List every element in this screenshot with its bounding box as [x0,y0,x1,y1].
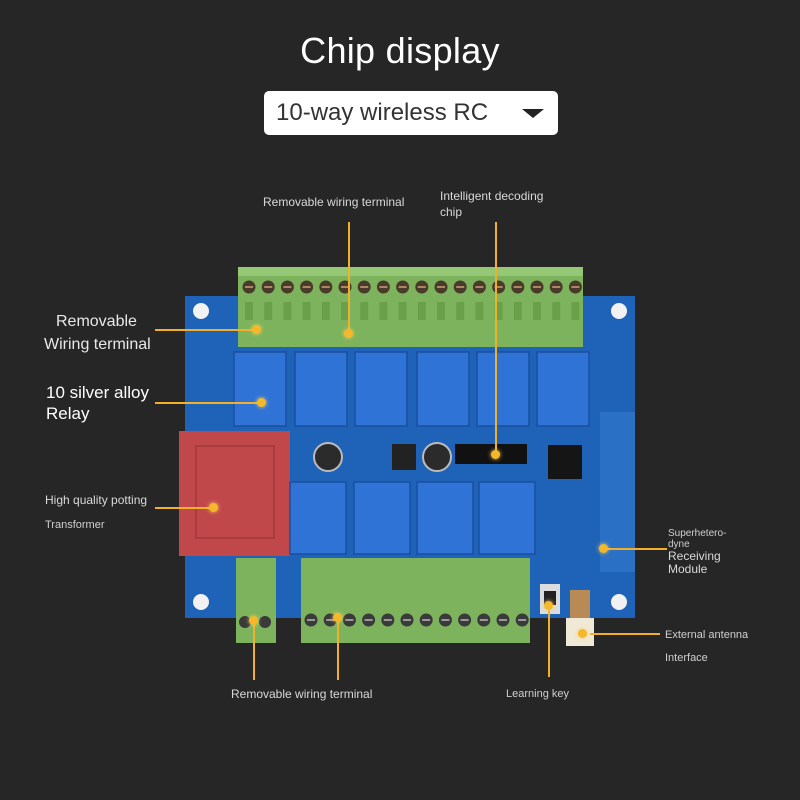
label-learning-key: Learning key [506,688,569,700]
marker-dot [344,329,353,338]
label-receiver-line3: Receiving [668,549,721,563]
relay [354,351,408,427]
leader-line [253,620,255,680]
model-select-value: 10-way wireless RC [276,99,489,126]
leader-line [348,222,350,332]
relay [536,351,590,427]
terminal-pin [341,302,349,320]
marker-dot [578,629,587,638]
leader-line [155,329,255,331]
mounting-hole [611,594,627,610]
model-select[interactable]: 10-way wireless RC [264,91,558,135]
terminal-pin [283,302,292,320]
relays-bottom-row [289,481,536,555]
mounting-hole [193,303,209,319]
leader-line [603,548,667,550]
label-bottom-terminal: Removable wiring terminal [231,687,373,701]
label-receiver-line1: Superhetero- [668,528,727,539]
relay [289,481,347,555]
label-transformer-line1: High quality potting [45,493,148,507]
capacitor [422,442,452,472]
leader-line [155,402,260,404]
terminal-pin [245,302,253,320]
relay [353,481,411,555]
marker-dot [333,613,342,622]
terminal-pin [437,302,445,320]
label-decoding-chip: Intelligent decoding chip [440,189,544,219]
terminal-pin [321,302,330,320]
leader-line [548,605,550,677]
inductor [392,444,416,470]
label-antenna-line2: Interface [665,652,708,664]
top-terminal-screws [242,280,582,294]
mounting-hole [193,594,209,610]
terminal-pin [552,302,561,320]
label-left-terminal-line1: Removable [56,313,137,330]
label-antenna-line1: External antenna [665,629,749,641]
leader-line [590,633,660,635]
receiver-chip [548,445,582,479]
marker-dot [491,450,500,459]
transformer [179,431,290,556]
label-top-terminal: Removable wiring terminal [263,195,405,209]
label-receiver-line2: dyne [668,539,690,550]
top-terminal-pins [245,302,580,320]
marker-dot [257,398,266,407]
leader-line [337,618,339,680]
bottom-terminal-block [301,558,530,643]
power-terminal-block [236,558,276,643]
marker-dot [209,503,218,512]
terminal-pin [360,302,369,320]
relay [294,351,348,427]
page-title: Chip display [300,30,500,71]
marker-dot [599,544,608,553]
terminal-pin [571,302,580,320]
label-receiver-line4: Module [668,562,708,576]
relay [478,481,536,555]
relay [476,351,530,427]
label-relay-line1: 10 silver alloy [46,383,149,402]
top-terminal-block [238,267,583,347]
leader-line [495,222,497,454]
terminal-pin [417,302,426,320]
relays-top-row [233,351,590,427]
relay [416,481,474,555]
terminal-pin [398,302,407,320]
label-left-terminal-line2: Wiring terminal [44,336,151,353]
relay [416,351,470,427]
antenna-connector [570,590,590,618]
terminal-pin [379,302,388,320]
label-transformer-line2: Transformer [45,519,105,531]
terminal-pin [302,302,311,320]
terminal-pin [264,302,273,320]
marker-dot [544,601,553,610]
capacitor [313,442,343,472]
marker-dot [249,616,258,625]
terminal-pin [533,302,541,320]
bottom-terminal-screws [304,613,529,627]
terminal-pin [456,302,465,320]
terminal-pin [494,302,503,320]
relay [233,351,287,427]
marker-dot [252,325,261,334]
mounting-hole [611,303,627,319]
terminal-pin [513,302,522,320]
terminal-pin [475,302,484,320]
leader-line [155,507,213,509]
label-relay-line2: Relay [46,404,90,423]
chevron-down-icon[interactable] [522,108,544,118]
